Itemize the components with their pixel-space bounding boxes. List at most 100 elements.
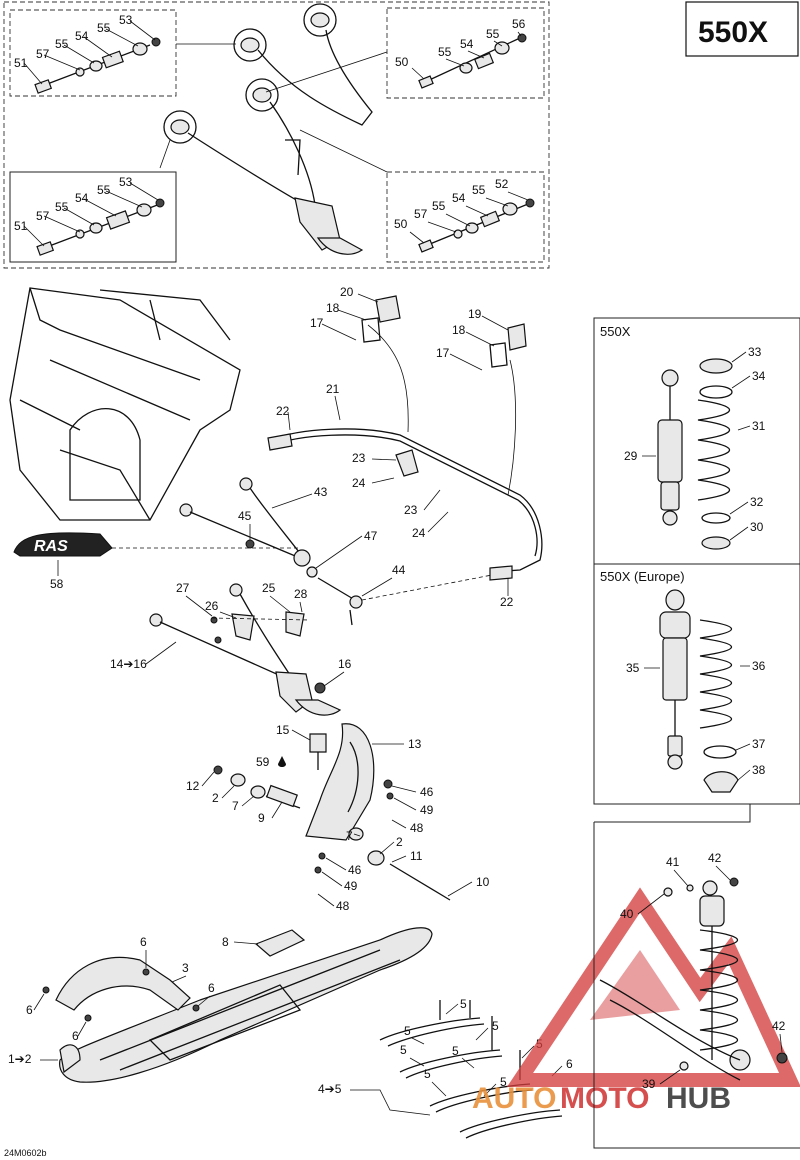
shock-absorber-550x [657,369,683,526]
callout-46: 46 [420,785,434,799]
callout-53: 53 [119,13,133,27]
shock-absorber-550x-europe [659,589,691,770]
callout-33: 33 [748,345,762,359]
callout-51: 51 [14,219,28,233]
callout-5: 5 [404,1024,411,1038]
watermark-auto: AUTO [472,1082,556,1115]
lower-a-arm-upper [179,477,311,567]
callout-57: 57 [36,47,50,61]
callout-46: 46 [348,863,362,877]
callout-45: 45 [238,509,252,523]
callout-55: 55 [438,45,452,59]
callout-57: 57 [36,209,50,223]
callout-6: 6 [26,1003,33,1017]
callout-54: 54 [75,191,89,205]
callout-57: 57 [414,207,428,221]
callout-6: 6 [72,1029,79,1043]
spindle-hardware [213,765,451,901]
sway-bar [267,295,543,581]
callout-2: 2 [396,835,403,849]
detail-box-bottom-left [9,171,177,263]
ski-spindle [305,723,375,841]
callout-28: 28 [294,587,308,601]
callout-27: 27 [176,581,190,595]
callout-55: 55 [486,27,500,41]
callout-50: 50 [394,217,408,231]
callout-30: 30 [750,520,764,534]
callout-14-16: 14➔16 [110,657,147,671]
callout-22: 22 [276,404,290,418]
callout-8: 8 [222,935,229,949]
callout-37: 37 [752,737,766,751]
callout-3: 3 [182,961,189,975]
panel-title-550x: 550X [600,324,631,339]
spring-550x [697,358,733,550]
callout-13: 13 [408,737,422,751]
callout-21: 21 [326,382,340,396]
callout-23: 23 [404,503,418,517]
callout-55: 55 [432,199,446,213]
callout-6: 6 [208,981,215,995]
callout-48: 48 [336,899,350,913]
callout-54: 54 [460,37,474,51]
bushing-kit-bl [36,198,165,256]
installed-shock [599,877,788,1081]
ski-skid-plate [254,929,306,957]
detail-box-top-left [9,9,177,97]
callout-5: 5 [460,997,467,1011]
ras-decal: RAS [13,532,113,557]
callout-48: 48 [410,821,424,835]
model-badge: 550X [698,16,768,49]
panel-title-550x-europe: 550X (Europe) [600,569,685,584]
callout-35: 35 [626,661,640,675]
callout-55: 55 [472,183,486,197]
callout-22: 22 [500,595,514,609]
callout-47: 47 [364,529,378,543]
callout-7: 7 [346,829,353,843]
lower-a-arm [149,583,342,716]
reference-code: 24M0602b [4,1148,47,1158]
ras-logo-text: RAS [34,538,68,555]
callout-18: 18 [452,323,466,337]
callout-5: 5 [492,1019,499,1033]
callout-9: 9 [258,811,265,825]
callout-32: 32 [750,495,764,509]
watermark-moto: MOTO [560,1082,649,1115]
callout-23: 23 [352,451,366,465]
callout-17: 17 [436,346,450,360]
callout-4-5: 4➔5 [318,1082,342,1096]
callout-2: 2 [212,791,219,805]
callout-38: 38 [752,763,766,777]
callout-7: 7 [232,799,239,813]
spring-550x-europe [699,619,739,793]
callout-53: 53 [119,175,133,189]
callout-41: 41 [666,855,680,869]
callout-6: 6 [140,935,147,949]
callout-34: 34 [752,369,766,383]
tie-rod [306,566,363,626]
callout-19: 19 [468,307,482,321]
callout-5: 5 [424,1067,431,1081]
callout-5: 5 [500,1075,507,1089]
callout-54: 54 [75,29,89,43]
callout-5: 5 [400,1043,407,1057]
callout-55: 55 [97,183,111,197]
callout-18: 18 [326,301,340,315]
callout-26: 26 [205,599,219,613]
upper-a-arm [163,3,373,255]
callout-49: 49 [344,879,358,893]
callout-40: 40 [620,907,634,921]
callout-29: 29 [624,449,638,463]
callout-11: 11 [410,849,423,863]
callout-25: 25 [262,581,276,595]
bushing-kit-tl [34,37,161,94]
callout-50: 50 [395,55,409,69]
callout-17: 17 [310,316,324,330]
callout-55: 55 [97,21,111,35]
carbide-runners [379,1000,563,1139]
callout-55: 55 [55,37,69,51]
detail-box-top-right [386,7,545,99]
callout-43: 43 [314,485,328,499]
callout-54: 54 [452,191,466,205]
ski [59,927,433,1083]
